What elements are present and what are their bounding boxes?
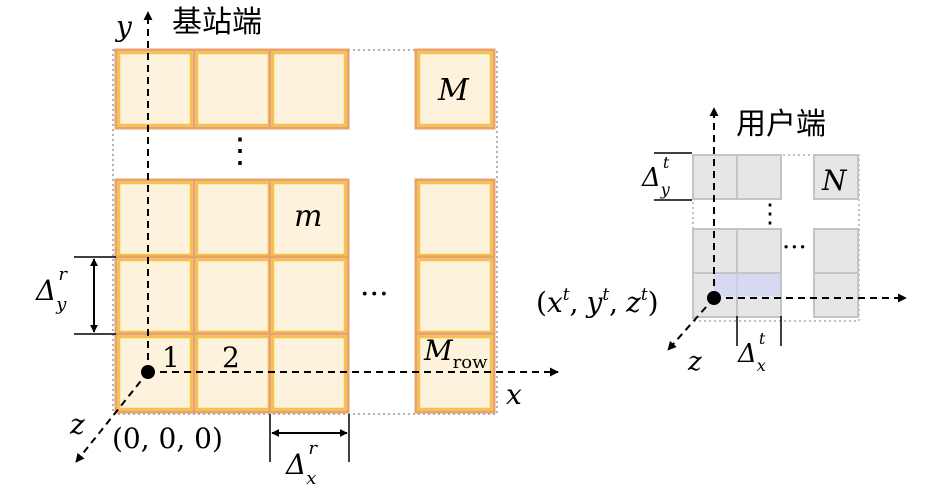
user-spacing-x-label: Δxt	[737, 329, 766, 375]
base-origin-dot	[141, 365, 155, 379]
base-array-cell	[414, 255, 496, 337]
base-origin-label: (0, 0, 0)	[112, 422, 223, 455]
user-array-cell	[813, 228, 859, 274]
base-array-cell	[414, 178, 496, 260]
user-axes	[667, 107, 907, 351]
base-y-label: y	[114, 10, 133, 43]
base-array-cell-inner	[417, 181, 493, 257]
base-dots-horizontal: ···	[360, 277, 389, 312]
user-title: 用户端	[736, 107, 826, 142]
base-array-cell	[414, 48, 496, 130]
base-z-axis	[75, 371, 149, 463]
base-array-cell	[268, 48, 350, 130]
base-axes	[75, 11, 559, 463]
element-label-M: M	[437, 73, 470, 108]
base-array-cell	[114, 48, 196, 130]
user-dots-vertical: ⋮	[757, 199, 783, 229]
base-array-cell	[192, 255, 274, 337]
base-cell-grid	[114, 48, 496, 414]
user-array-cell	[736, 154, 782, 200]
base-x-label: x	[506, 378, 522, 411]
base-array-cell	[114, 178, 196, 260]
user-origin-dot	[707, 291, 721, 305]
base-array-cell	[114, 255, 196, 337]
user-array-cell	[736, 228, 782, 274]
user-z-label: z	[687, 347, 702, 377]
base-spacing-x-dimension	[269, 414, 350, 462]
user-spacing-y-dimension	[654, 152, 692, 201]
user-spacing-y-label: Δyt	[641, 153, 671, 199]
base-array-cell-inner	[117, 181, 193, 257]
base-spacing-x-label: Δxr	[285, 438, 318, 489]
user-array	[692, 154, 860, 322]
mrow-sub: row	[453, 352, 488, 373]
base-array-cell-inner	[271, 258, 347, 334]
user-position-label: (xt,yt,zt)	[536, 285, 659, 319]
base-array-cell	[192, 48, 274, 130]
user-origin-highlight	[714, 274, 780, 296]
base-title: 基站端	[172, 5, 262, 40]
element-label-1: 1	[162, 341, 180, 374]
user-array-cell	[813, 272, 859, 318]
user-array-cell	[813, 154, 859, 200]
base-array-cell	[268, 255, 350, 337]
base-array-cell	[268, 178, 350, 260]
base-spacing-y-dimension	[74, 256, 116, 335]
base-station-array	[112, 48, 498, 415]
base-z-label: z	[69, 408, 85, 441]
base-array-cell-inner	[117, 51, 193, 127]
base-array-cell-inner	[417, 51, 493, 127]
element-label-2: 2	[222, 341, 240, 374]
base-dots-vertical: ⋮	[223, 131, 257, 171]
element-label-m: m	[294, 199, 322, 234]
user-element-label-N: N	[821, 164, 848, 197]
base-array-cell	[192, 178, 274, 260]
user-spacing-x-dimension	[736, 316, 782, 346]
base-array-cell-inner	[271, 181, 347, 257]
base-spacing-y-label: Δyr	[35, 264, 68, 315]
base-array-cell-inner	[271, 51, 347, 127]
element-label-Mrow: Mrow	[423, 334, 488, 373]
user-dots-horizontal: ···	[782, 233, 807, 263]
mrow-main: M	[423, 334, 454, 367]
base-array-cell-inner	[417, 258, 493, 334]
base-array-cell-inner	[117, 258, 193, 334]
user-cell-grid	[692, 154, 859, 318]
